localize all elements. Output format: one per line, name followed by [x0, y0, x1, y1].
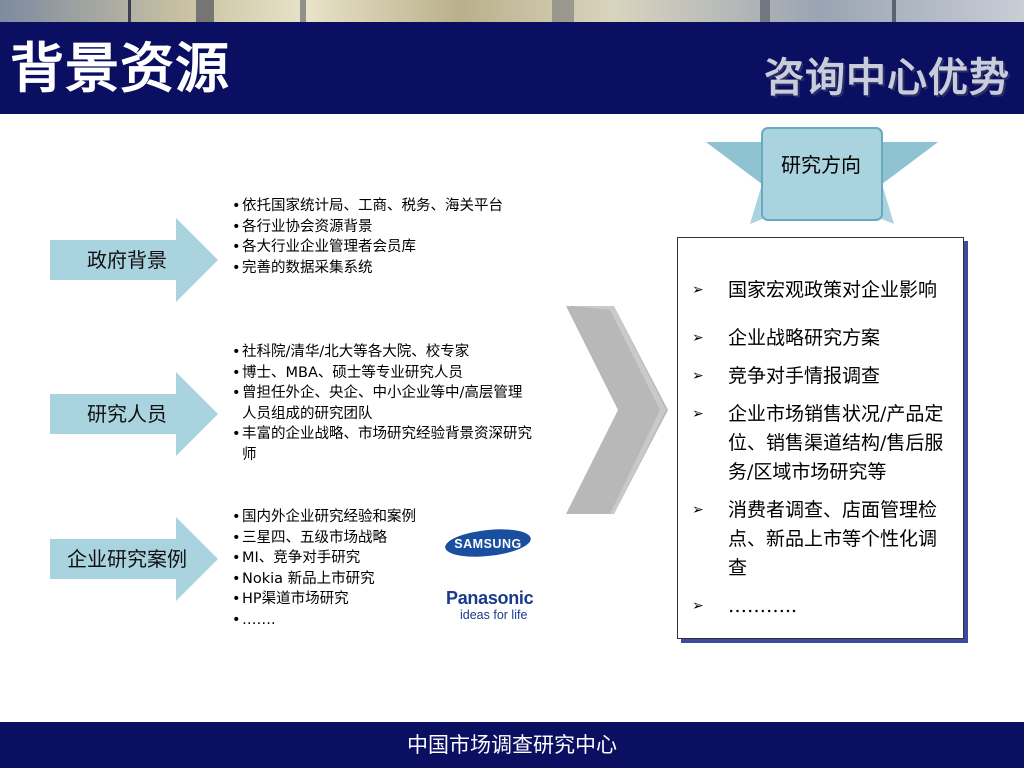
list-item: Nokia 新品上市研究	[232, 569, 416, 590]
panasonic-logo-text: Panasonic	[446, 588, 534, 608]
list-item: 完善的数据采集系统	[232, 258, 503, 279]
arrow-shape-icon	[50, 517, 218, 601]
list-item-line: ………..	[728, 595, 798, 617]
research-direction-box: ➢ 国家宏观政策对企业影响 ➢ 企业战略研究方案 ➢ 竞争对手情报调查 ➢ 企业…	[677, 237, 964, 639]
list-item: ➢ 企业市场销售状况/产品定 位、销售渠道结构/售后服 务/区域市场研究等	[686, 400, 956, 487]
list-item: 各行业协会资源背景	[232, 217, 503, 238]
page-title: 背景资源	[10, 36, 230, 100]
footer-bar: 中国市场调查研究中心	[0, 722, 1024, 768]
arrowhead-bullet-icon: ➢	[692, 406, 704, 422]
list-item-line: 位、销售渠道结构/售后服	[728, 432, 944, 454]
footer-text: 中国市场调查研究中心	[407, 733, 617, 757]
bullet-list-government: 依托国家统计局、工商、税务、海关平台 各行业协会资源背景 各大行业企业管理者会员…	[232, 196, 503, 278]
list-item: ➢ ………..	[686, 592, 956, 621]
section-label: 政府背景	[87, 248, 167, 272]
list-item: 各大行业企业管理者会员库	[232, 237, 503, 258]
list-item: 三星四、五级市场战略	[232, 528, 416, 549]
arrowhead-bullet-icon: ➢	[692, 502, 704, 518]
arrowhead-bullet-icon: ➢	[692, 330, 704, 346]
samsung-logo: SAMSUNG	[444, 528, 532, 562]
samsung-logo-text: SAMSUNG	[454, 537, 521, 551]
bullet-list-cases: 国内外企业研究经验和案例 三星四、五级市场战略 MI、竞争对手研究 Nokia …	[232, 507, 416, 630]
header-photo-strip	[0, 0, 1024, 22]
list-item: MI、竞争对手研究	[232, 548, 416, 569]
section-arrow-cases: 企业研究案例	[50, 517, 218, 601]
list-item: 博士、MBA、硕士等专业研究人员	[232, 363, 532, 384]
list-item: ➢ 国家宏观政策对企业影响	[686, 276, 956, 305]
section-arrow-government: 政府背景	[50, 218, 218, 302]
chevron-right-icon	[566, 306, 670, 518]
list-item-line: 企业市场销售状况/产品定	[728, 403, 944, 425]
list-item: 社科院/清华/北大等各大院、校专家	[232, 342, 532, 363]
arrow-shape-icon	[50, 372, 218, 456]
panasonic-tagline: ideas for life	[460, 608, 528, 622]
section-label: 企业研究案例	[67, 547, 187, 571]
list-item: 依托国家统计局、工商、税务、海关平台	[232, 196, 503, 217]
list-item: …….	[232, 610, 416, 631]
header-band	[0, 22, 1024, 114]
list-item-line: 点、新品上市等个性化调	[728, 528, 938, 550]
bullet-list-researchers: 社科院/清华/北大等各大院、校专家 博士、MBA、硕士等专业研究人员 曾担任外企…	[232, 342, 532, 465]
list-item: ➢ 消费者调查、店面管理检 点、新品上市等个性化调 查	[686, 496, 956, 583]
list-item: ➢ 竞争对手情报调查	[686, 362, 956, 391]
list-item: 丰富的企业战略、市场研究经验背景资深研究	[232, 424, 532, 445]
arrowhead-bullet-icon: ➢	[692, 282, 704, 298]
research-direction-ribbon: 研究方向	[706, 124, 938, 234]
list-item-line: 竞争对手情报调查	[728, 365, 881, 387]
page-subtitle: 咨询中心优势	[764, 54, 1010, 101]
arrowhead-bullet-icon: ➢	[692, 598, 704, 614]
arrowhead-bullet-icon: ➢	[692, 368, 704, 384]
panasonic-logo: Panasonic ideas for life	[446, 588, 534, 622]
research-direction-title: 研究方向	[781, 153, 861, 177]
section-arrow-researchers: 研究人员	[50, 372, 218, 456]
ribbon-banner-icon	[706, 127, 938, 224]
list-item-continuation: 师	[242, 446, 257, 463]
list-item-line: 查	[728, 557, 748, 579]
list-item-line: 企业战略研究方案	[728, 327, 881, 349]
list-item: 曾担任外企、央企、中小企业等中/高层管理	[232, 383, 532, 404]
list-item-continuation: 人员组成的研究团队	[242, 405, 373, 422]
list-item-line: 务/区域市场研究等	[728, 461, 887, 483]
list-item-line: 国家宏观政策对企业影响	[728, 279, 938, 301]
arrow-shape-icon	[50, 218, 218, 302]
list-item-line: 消费者调查、店面管理检	[728, 499, 938, 521]
list-item: ➢ 企业战略研究方案	[686, 324, 956, 353]
section-label: 研究人员	[87, 402, 167, 426]
list-item: 国内外企业研究经验和案例	[232, 507, 416, 528]
list-item: HP渠道市场研究	[232, 589, 416, 610]
